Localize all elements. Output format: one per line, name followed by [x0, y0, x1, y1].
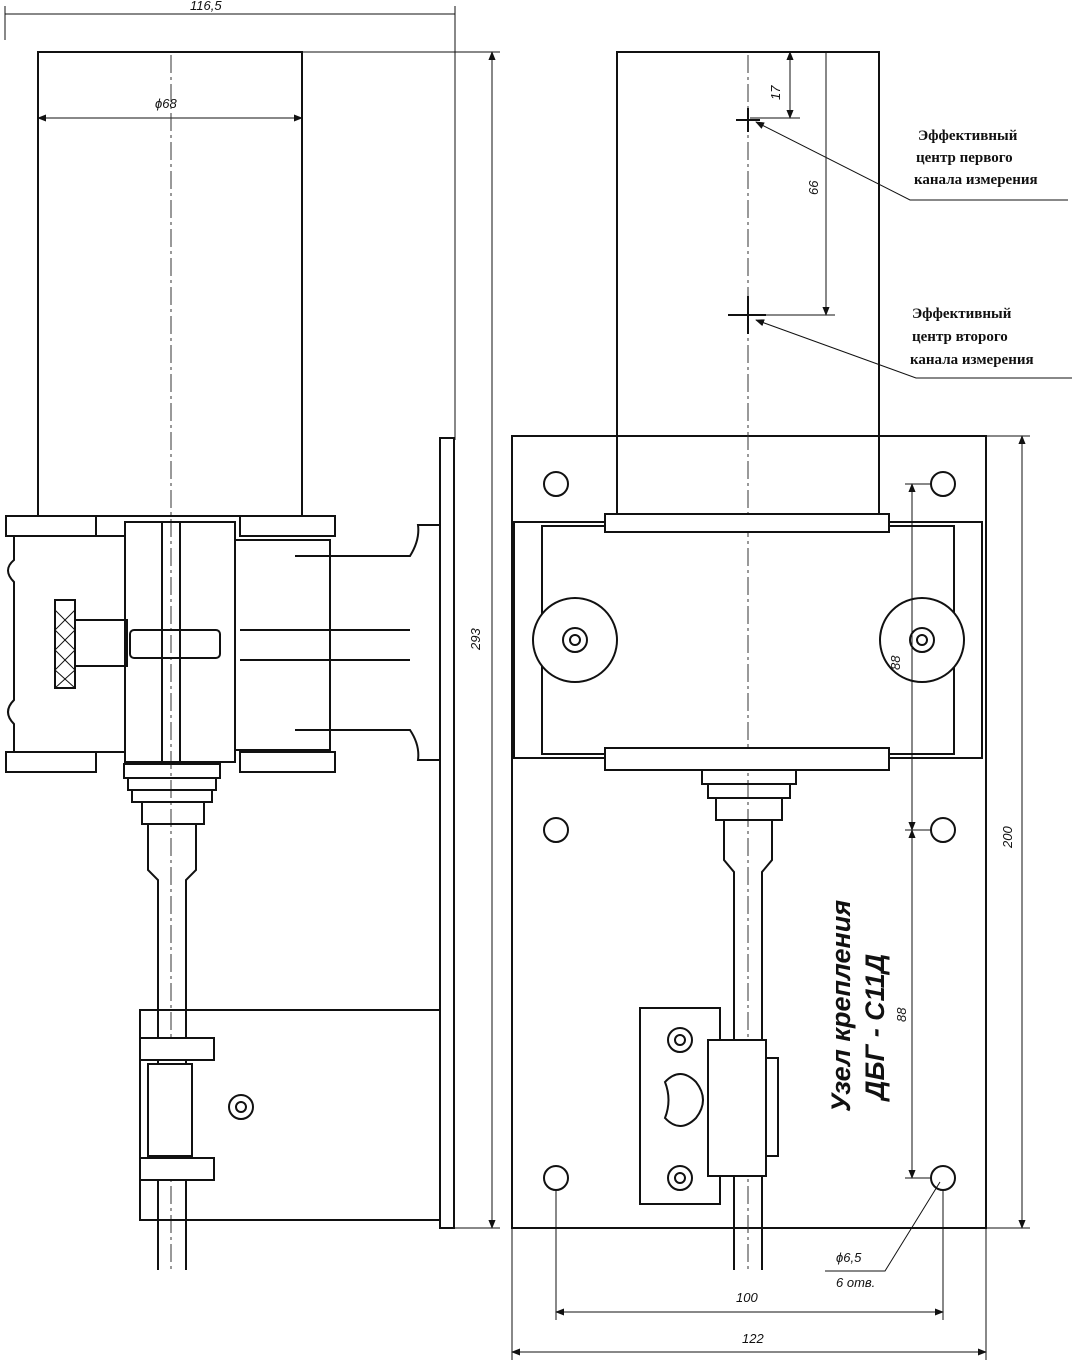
second-channel-center-marker — [728, 296, 766, 334]
mount-hole-3 — [543, 817, 569, 843]
first-channel-center-marker — [736, 108, 760, 132]
dim-label-diameter: ϕ68 — [155, 96, 177, 111]
mounting-plate-edge — [439, 437, 455, 1229]
note-first-channel: Эффективный центр первого канала измерен… — [914, 128, 1038, 188]
dim-label-88-side: 88 — [894, 1007, 909, 1022]
clamp-wheel-left — [532, 597, 618, 683]
dim-label-hole-count: 6 отв. — [836, 1275, 875, 1290]
dim-label-plate-width: 122 — [742, 1331, 764, 1346]
dim-label-total-height: 293 — [468, 628, 483, 651]
wing-nut — [663, 1073, 704, 1127]
mount-hole-4 — [930, 817, 956, 843]
cable-clip-left — [147, 1063, 193, 1157]
screw-left — [228, 1094, 254, 1120]
dim-label-left-width: 116,5 — [190, 0, 222, 13]
note-second-channel: Эффективный центр второго канала измерен… — [910, 306, 1034, 368]
dim-label-plate-height: 200 — [1000, 826, 1015, 849]
mount-arm — [330, 524, 441, 761]
clamp-wheel-right — [879, 597, 965, 683]
side-view: 116,5 ϕ68 — [4, 0, 500, 1270]
dim-label-17: 17 — [768, 85, 783, 100]
dim-label-88-top: 88 — [888, 655, 903, 670]
mounting-plate — [511, 435, 987, 1229]
drawing-title-line-2: ДБГ - С11Д — [860, 954, 890, 1102]
drawing-title-line-1: Узел крепления — [826, 900, 856, 1112]
dim-label-hole-diameter: ϕ6,5 — [836, 1250, 862, 1265]
dim-label-hole-spacing: 100 — [736, 1290, 758, 1305]
mount-hole-2 — [930, 471, 956, 497]
leader-second-channel — [755, 319, 1072, 379]
lower-bracket-left — [139, 1009, 441, 1221]
dim-label-66: 66 — [806, 180, 821, 195]
clamp-body-left — [7, 535, 126, 753]
front-view: 17 66 Эффективный центр первого канала и… — [511, 51, 1072, 1360]
mount-hole-1 — [543, 471, 569, 497]
knurled-knob — [54, 599, 221, 689]
mount-hole-5 — [543, 1165, 569, 1191]
sensor-cylinder — [37, 51, 303, 517]
cable-clamp-block — [707, 1039, 767, 1177]
leader-first-channel — [755, 121, 1068, 201]
leader-hole-callout — [825, 1181, 941, 1272]
mount-hole-6 — [930, 1165, 956, 1191]
